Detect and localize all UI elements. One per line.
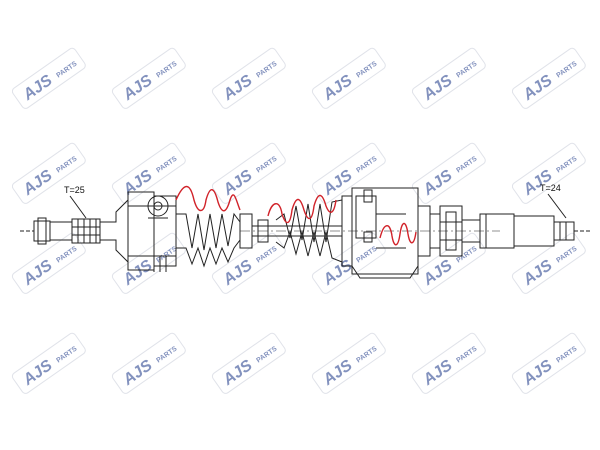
svg-text:PARTS: PARTS [455,345,478,364]
svg-text:AJS: AJS [419,167,455,200]
svg-text:AJS: AJS [119,257,155,290]
svg-text:AJS: AJS [19,257,55,290]
svg-text:PARTS: PARTS [355,245,378,264]
svg-text:PARTS: PARTS [155,155,178,174]
left-outer-cv-joint [100,191,177,272]
svg-text:PARTS: PARTS [555,245,578,264]
left-boot [176,212,253,268]
right-teeth-leader [547,193,567,219]
svg-text:PARTS: PARTS [55,155,78,174]
svg-text:PARTS: PARTS [155,245,178,264]
svg-text:AJS: AJS [219,257,255,290]
central-shaft [240,219,500,243]
svg-text:PARTS: PARTS [255,60,278,79]
svg-text:PARTS: PARTS [155,60,178,79]
right-spline-stub [439,205,590,257]
svg-text:AJS: AJS [319,72,355,105]
svg-text:AJS: AJS [519,72,555,105]
left-teeth-label: T=25 [64,185,85,195]
svg-text:PARTS: PARTS [455,245,478,264]
right-joint-spring [379,222,417,246]
svg-text:AJS: AJS [519,257,555,290]
svg-text:AJS: AJS [419,357,455,390]
left-teeth-leader [69,195,87,219]
svg-text:PARTS: PARTS [355,345,378,364]
svg-text:AJS: AJS [519,357,555,390]
svg-text:AJS: AJS [119,167,155,200]
left-spline-stub [20,217,101,245]
svg-text:AJS: AJS [19,167,55,200]
svg-text:AJS: AJS [319,357,355,390]
svg-text:PARTS: PARTS [55,60,78,79]
svg-text:PARTS: PARTS [255,245,278,264]
svg-text:PARTS: PARTS [155,345,178,364]
svg-text:PARTS: PARTS [555,60,578,79]
right-teeth-label: T=24 [540,183,561,193]
svg-text:PARTS: PARTS [355,155,378,174]
svg-text:PARTS: PARTS [55,245,78,264]
svg-text:AJS: AJS [419,257,455,290]
svg-text:AJS: AJS [19,357,55,390]
svg-text:PARTS: PARTS [455,60,478,79]
svg-text:PARTS: PARTS [255,155,278,174]
drive-shaft [20,185,590,279]
svg-text:AJS: AJS [119,72,155,105]
svg-text:PARTS: PARTS [55,345,78,364]
svg-text:PARTS: PARTS [555,155,578,174]
svg-text:AJS: AJS [219,72,255,105]
svg-text:PARTS: PARTS [555,345,578,364]
left-boot-spring [175,185,241,212]
svg-text:AJS: AJS [319,257,355,290]
right-boot-spring [267,194,337,224]
right-boot [275,199,343,263]
svg-text:AJS: AJS [219,357,255,390]
svg-text:PARTS: PARTS [455,155,478,174]
svg-text:AJS: AJS [319,167,355,200]
svg-text:AJS: AJS [219,167,255,200]
svg-text:PARTS: PARTS [355,60,378,79]
svg-text:PARTS: PARTS [255,345,278,364]
svg-text:AJS: AJS [19,72,55,105]
svg-text:AJS: AJS [419,72,455,105]
svg-text:AJS: AJS [119,357,155,390]
